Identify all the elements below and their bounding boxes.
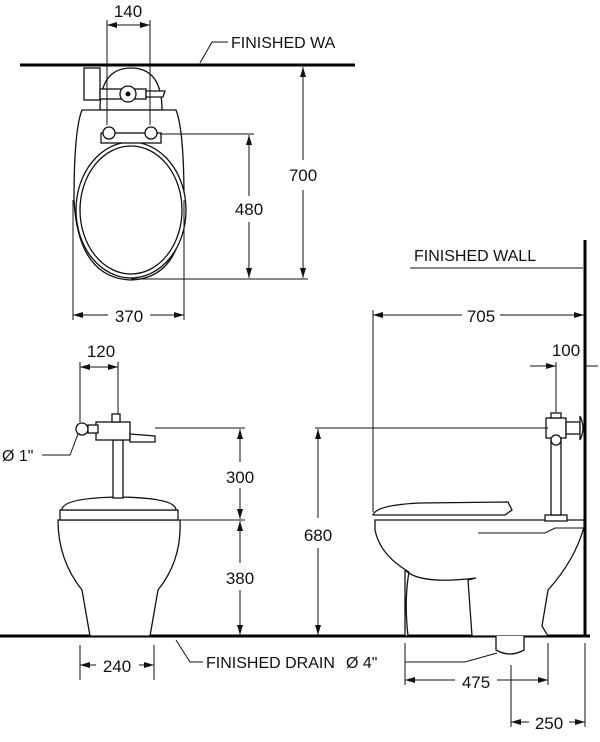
drain-diameter-label: Ø 4"	[346, 655, 377, 672]
water-inlet-front	[75, 422, 89, 436]
toilet-top-outline	[73, 67, 187, 281]
side-view: FINISHED WALL 705 100 680 475 250	[304, 240, 598, 733]
flush-handle-top	[145, 90, 166, 98]
dim-705: 705	[467, 307, 495, 326]
flush-pipe-front	[112, 439, 124, 499]
finished-wall-label-top: FINISHED WA	[231, 35, 336, 52]
dim-140: 140	[114, 2, 142, 21]
flush-valve-body-top	[83, 67, 101, 101]
dim-475: 475	[462, 673, 490, 692]
inlet-diameter-label: Ø 1"	[2, 448, 33, 465]
dim-700: 700	[289, 166, 317, 185]
dim-680: 680	[304, 526, 332, 545]
drain-pipe-side	[495, 636, 525, 655]
wall-leader	[199, 41, 228, 64]
flush-handle-front	[129, 433, 156, 443]
finished-drain-label: FINISHED DRAIN	[206, 655, 335, 672]
top-view: FINISHED WA 140 700 480 370	[20, 2, 355, 326]
flush-pipe-side	[550, 437, 562, 516]
dim-300: 300	[226, 468, 254, 487]
dim-370: 370	[115, 307, 143, 326]
toilet-front-outline	[57, 413, 181, 637]
dim-480: 480	[235, 200, 263, 219]
front-view: 120 Ø 1" 300 380 240 FINISHED DRAIN Ø 4"	[2, 342, 498, 680]
finished-wall-label-side: FINISHED WALL	[414, 248, 536, 265]
dim-120: 120	[87, 342, 115, 361]
toilet-seat-side	[372, 501, 513, 516]
dim-100: 100	[552, 341, 580, 360]
dim-380: 380	[226, 569, 254, 588]
dim-250: 250	[535, 714, 563, 733]
dim-240: 240	[103, 657, 131, 676]
toilet-side-outline	[372, 412, 585, 655]
